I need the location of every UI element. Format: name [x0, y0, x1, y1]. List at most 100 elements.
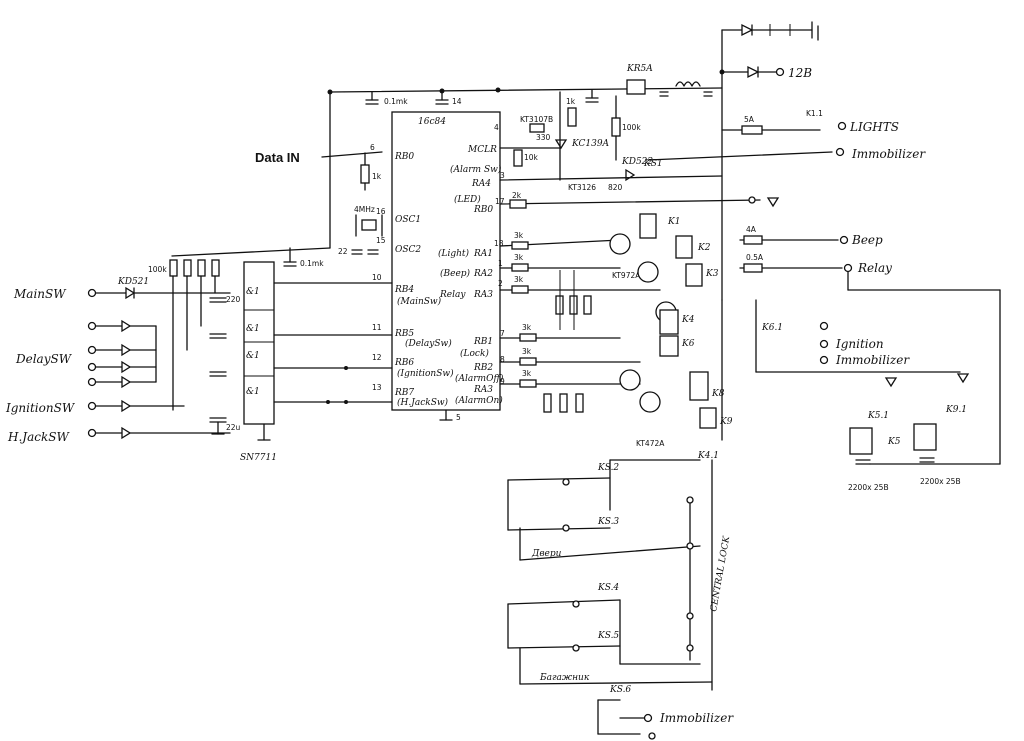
r2-label: 1k	[566, 97, 576, 106]
crystal-oscillator: 4MHz 22	[338, 205, 383, 256]
input-ignition-sw: IgnitionSW	[5, 399, 185, 415]
k4-1-label: K4.1	[697, 451, 719, 461]
relay-k6: K6	[681, 339, 695, 349]
pin-label: RB0	[473, 205, 493, 215]
pin-label: RA4	[471, 179, 491, 189]
c22u-label: 22u	[226, 423, 241, 432]
ks4-label: KS.4	[597, 583, 619, 593]
pin-note: (AlarmOn)	[455, 395, 503, 406]
top-diode-chain	[741, 21, 819, 41]
mcu-16c84: 16c84 14 6 RB0 16 OSC1 15 OSC2 10 RB4 (M…	[370, 97, 505, 422]
beep-label: Beep	[851, 233, 883, 247]
pin-label: OSC2	[395, 245, 421, 255]
doors-label: Двери	[531, 549, 562, 559]
pin-num: 18	[494, 239, 504, 248]
resistor-rb0: 1k	[360, 152, 382, 191]
ic-sn7711: &1 &1 &1 &1 SN7711	[240, 261, 277, 463]
pin-note: (Alarm Sw)	[450, 164, 502, 175]
cap-mcu-label: 0.1mk	[300, 259, 324, 268]
osc-cap-label: 22	[338, 247, 348, 256]
relay-k9: K9	[719, 417, 733, 427]
r220-label: 220	[226, 295, 241, 304]
pin-note: (Lock)	[460, 348, 489, 359]
hjack-sw-label: H.JackSW	[7, 430, 70, 444]
gate-label: &1	[246, 351, 260, 361]
fet-label: KT3107B	[520, 115, 553, 124]
ks6-label: KS.6	[609, 685, 631, 695]
pin-label: RA1	[473, 249, 493, 259]
output-beep: 4A Beep	[739, 225, 883, 247]
immobilizer3-label: Immobilizer	[659, 711, 734, 725]
pin-num: 11	[372, 323, 382, 332]
ground-pin: 5	[456, 413, 461, 422]
pin-label: RB1	[473, 337, 493, 347]
kd522-ks1: KD522 KS1	[499, 157, 723, 182]
input-caps: 220 22u	[209, 295, 241, 435]
relays-k4-k9: 3k 3k 3k K4 K6 K8 K9 KT472A	[499, 299, 733, 448]
pin-num: 12	[372, 353, 382, 362]
pin-note: (AlarmOff)	[455, 373, 504, 384]
pin-note: (Light)	[438, 248, 470, 259]
pin-num: 15	[376, 236, 386, 245]
r3k-label: 3k	[522, 369, 532, 378]
ks2-label: KS.2	[597, 463, 619, 473]
pin-label: RB6	[394, 358, 414, 368]
pin-num: 6	[370, 143, 375, 152]
rled-label: 820	[608, 183, 623, 192]
r1-label: 330	[536, 133, 551, 142]
ks3-label: KS.3	[597, 517, 619, 527]
data-in-wire	[321, 151, 383, 158]
ignition-label: Ignition	[835, 337, 884, 351]
pin-num: 2	[498, 279, 503, 288]
voltage-regulator: KR5A	[626, 64, 713, 97]
r3k-label: 3k	[522, 323, 532, 332]
relay-k3: K3	[705, 269, 719, 279]
relay-cap-1: 2200x 25B	[848, 483, 889, 492]
supply-12v-label: 12B	[788, 66, 812, 80]
pin-label: RA3	[473, 385, 493, 395]
relay-k4: K4	[681, 315, 695, 325]
relay-label: Relay	[857, 261, 892, 275]
immobilizer2-label: Immobilizer	[835, 353, 910, 367]
lights-label: LIGHTS	[849, 120, 899, 134]
pin-num: 10	[372, 273, 382, 282]
central-lock-block: KS.2 K4.1 KS.3 KS.4 KS.5 KS.6 Двери Бага…	[507, 451, 732, 695]
r3k-label: 3k	[514, 231, 524, 240]
output-relay: 0.5A Relay	[739, 253, 1001, 465]
pullup-resistor-bank: 100k	[148, 247, 331, 411]
resistor-rb0-label: 1k	[372, 172, 382, 181]
pin-note: (LED)	[454, 194, 481, 205]
pin-label: RA2	[473, 269, 493, 279]
output-lights: 5A K1.1 LIGHTS	[721, 109, 899, 135]
decoupling-caps: 0.1mk	[365, 89, 599, 106]
input-delay-sw: DelaySW	[15, 319, 157, 389]
pin-num: 9	[500, 377, 505, 386]
pin-label: RB7	[394, 388, 414, 398]
r2k-label: 2k	[512, 191, 522, 200]
r3k-label: 3k	[514, 253, 524, 262]
kt472-label: KT472A	[636, 439, 665, 448]
kd-label: KD522	[621, 157, 653, 167]
kt972-label: KT972A	[612, 271, 641, 280]
k5-label: K5	[887, 437, 901, 447]
pin-note: (H.JackSw)	[397, 397, 449, 408]
fuse-05a: 0.5A	[746, 253, 764, 262]
pin-label: MCLR	[467, 145, 497, 155]
transistor-drivers: 3k 3k 3k KT972A	[499, 231, 677, 330]
relay-k2: K2	[697, 243, 711, 253]
k5-1-label: K5.1	[867, 411, 889, 421]
pin-label: RB4	[394, 285, 414, 295]
pin-label: RA3	[473, 290, 493, 300]
k6-1-label: K6.1	[761, 323, 783, 333]
output-immobilizer: Immobilizer	[647, 147, 926, 161]
fuse-5a: 5A	[744, 115, 755, 124]
k1-1-label: K1.1	[806, 109, 823, 118]
r3-label: 10k	[524, 153, 539, 162]
crystal-label: 4MHz	[354, 205, 375, 214]
pin-label: RB5	[394, 329, 414, 339]
gate-label: &1	[246, 287, 260, 297]
input-main-sw: MainSW KD521	[13, 277, 231, 301]
pin-note: (Beep)	[440, 268, 471, 279]
supply-12v: 12B	[747, 65, 812, 80]
k5-k9-block: K5.1 K9.1 K5 2200x 25B 2200x 25B	[848, 373, 1001, 492]
